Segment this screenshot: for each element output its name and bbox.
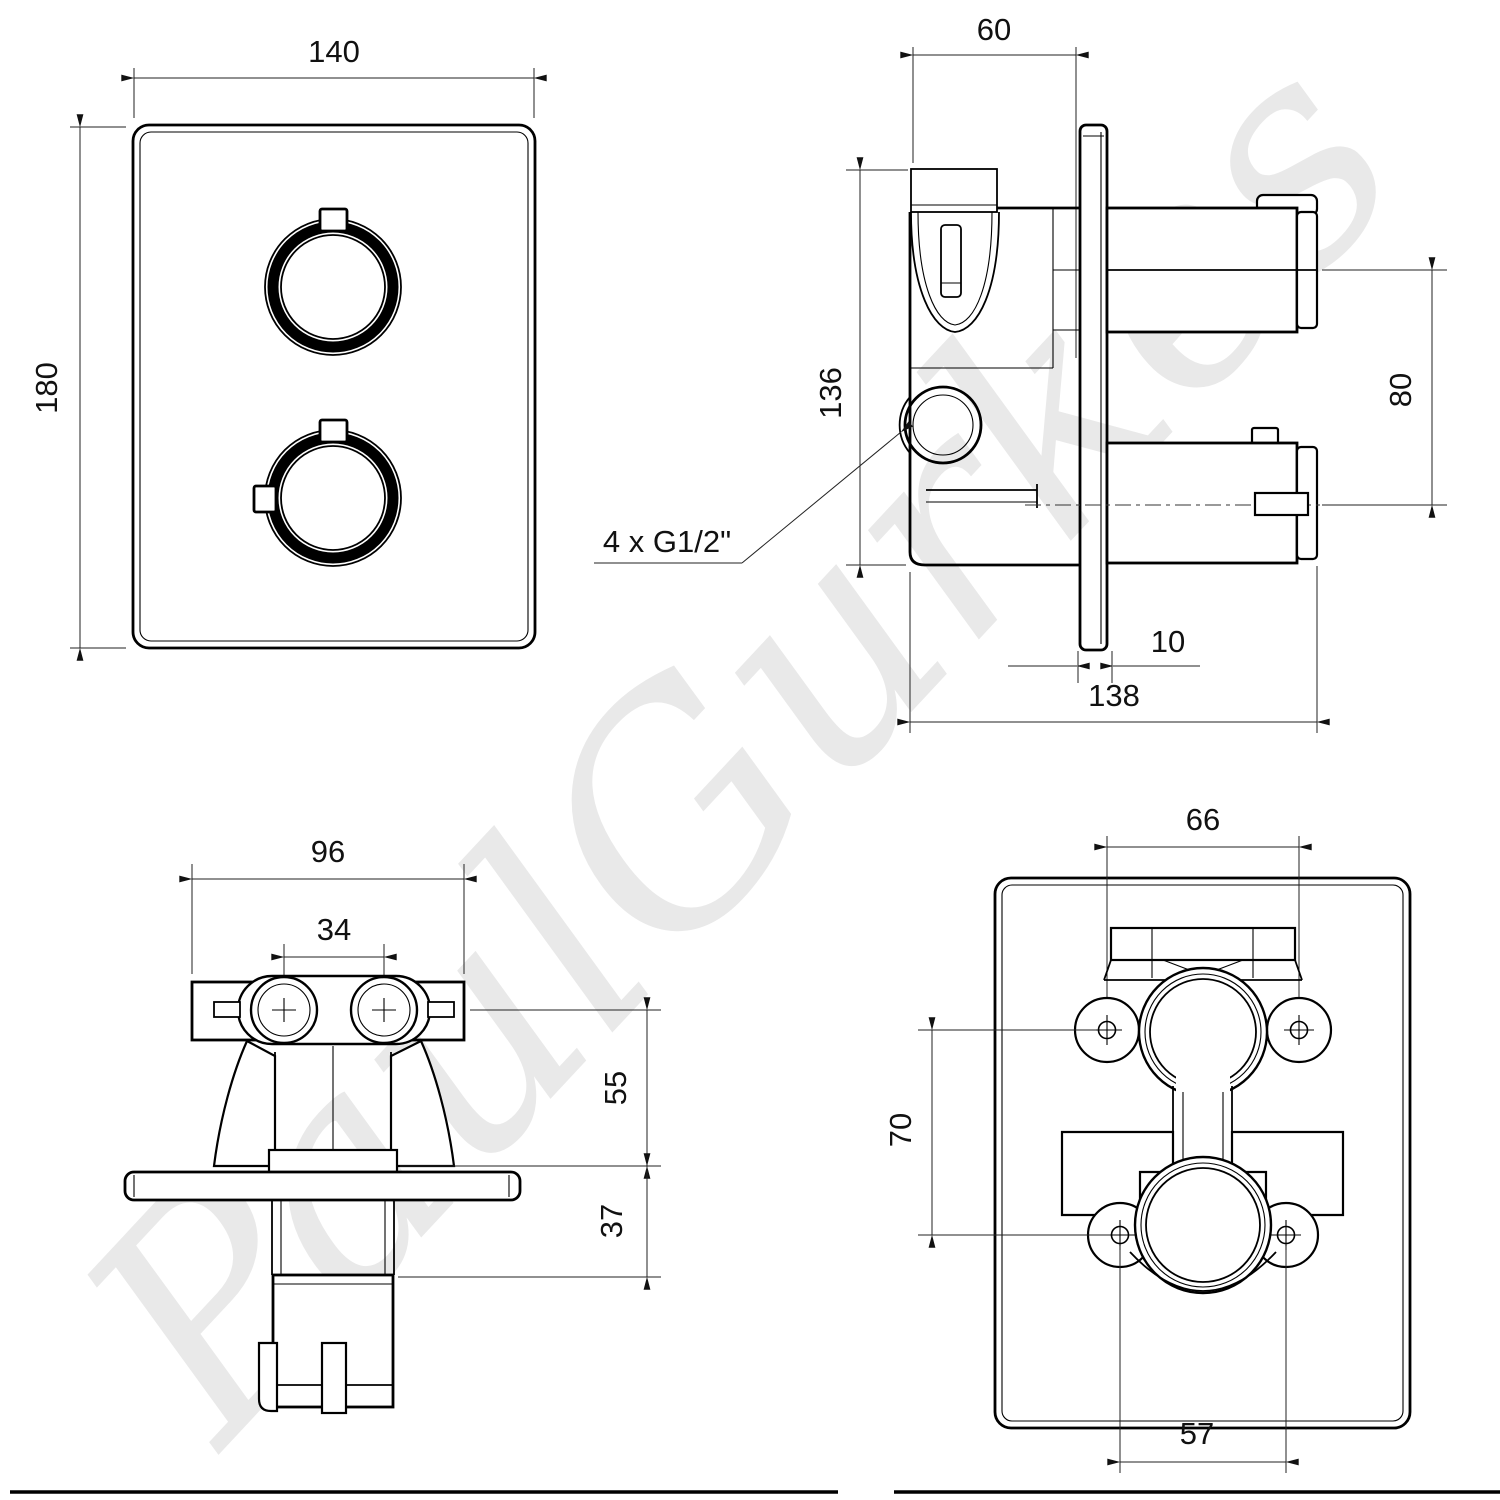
side-dim-inlet-depth: 60 xyxy=(900,12,1089,358)
side-dim-outlet-spacing: 80 xyxy=(1322,257,1447,518)
left-wing xyxy=(212,1039,277,1168)
side-dim-total-depth-label: 138 xyxy=(1088,678,1140,713)
top-mounting-bracket xyxy=(1103,926,1303,981)
screw-hole xyxy=(1284,1015,1314,1045)
back-cover-plate xyxy=(993,876,1412,1430)
side-dim-body-height: 136 xyxy=(813,157,908,578)
screw-holes xyxy=(1092,1015,1314,1250)
front-view: 140 180 xyxy=(29,34,547,661)
top-dim-port-spacing: 34 xyxy=(271,912,397,998)
side-dim-body-height-label: 136 xyxy=(813,367,848,419)
left-port-circle xyxy=(249,975,319,1045)
lower-valve-circle xyxy=(1129,1155,1277,1295)
screw-hole xyxy=(1092,1015,1122,1045)
top-dim-body-width: 96 xyxy=(179,834,477,974)
side-dim-inlet-depth-label: 60 xyxy=(977,12,1011,47)
thermostat-knob-ring xyxy=(252,418,402,567)
screw-hole xyxy=(1105,1220,1135,1250)
front-cover-plate xyxy=(131,123,537,650)
port-thread-callout: 4 x G1/2" xyxy=(594,421,913,564)
screw-hole xyxy=(1271,1220,1301,1250)
cartridge-slot xyxy=(1253,491,1310,517)
back-dim-screw-rows-label: 70 xyxy=(883,1113,918,1147)
front-dim-height: 180 xyxy=(29,114,126,661)
top-dim-depth-in-wall: 37 xyxy=(398,1153,661,1290)
top-dim-depth-above-wall-label: 55 xyxy=(598,1071,633,1105)
front-dim-width: 140 xyxy=(121,34,547,118)
side-dim-plate-thickness: 10 xyxy=(1008,624,1200,683)
back-view: 66 xyxy=(883,802,1412,1473)
diverter-knob-ring xyxy=(264,207,402,356)
back-dim-top-screws-label: 66 xyxy=(1186,802,1220,837)
side-view: 60 xyxy=(594,12,1447,733)
upper-outlet-cartridge xyxy=(1105,193,1319,334)
top-dim-depth-in-wall-label: 37 xyxy=(594,1204,629,1238)
side-dim-plate-thickness-label: 10 xyxy=(1151,624,1185,659)
top-dim-depth-above-wall: 55 xyxy=(400,997,661,1179)
top-dim-port-spacing-label: 34 xyxy=(317,912,351,947)
right-port-circle xyxy=(349,975,419,1045)
port-thread-label: 4 x G1/2" xyxy=(603,524,731,559)
top-view: 96 34 xyxy=(123,834,661,1415)
leader-arrow xyxy=(741,421,913,564)
retainer-clip xyxy=(257,1341,279,1413)
back-dim-bottom-screws: 57 xyxy=(1107,1246,1299,1473)
top-dim-body-width-label: 96 xyxy=(311,834,345,869)
wall-plate-edge-top xyxy=(123,1170,522,1202)
side-dim-outlet-spacing-label: 80 xyxy=(1383,373,1418,407)
wall-mounting-plate-edge xyxy=(1078,123,1109,652)
in-wall-valve-section xyxy=(257,1200,395,1415)
side-dim-total-depth: 138 xyxy=(897,566,1330,733)
top-inlet-fitting xyxy=(910,168,1000,333)
back-dim-screw-rows: 70 xyxy=(883,1017,1110,1248)
front-dim-width-label: 140 xyxy=(308,34,360,69)
front-dim-height-label: 180 xyxy=(29,362,64,414)
back-dim-bottom-screws-label: 57 xyxy=(1180,1416,1214,1451)
spindle-tab xyxy=(320,1341,348,1415)
valve-body-top xyxy=(190,974,466,1174)
lower-outlet-cartridge xyxy=(1025,426,1340,565)
back-dim-top-screws: 66 xyxy=(1094,802,1312,1020)
